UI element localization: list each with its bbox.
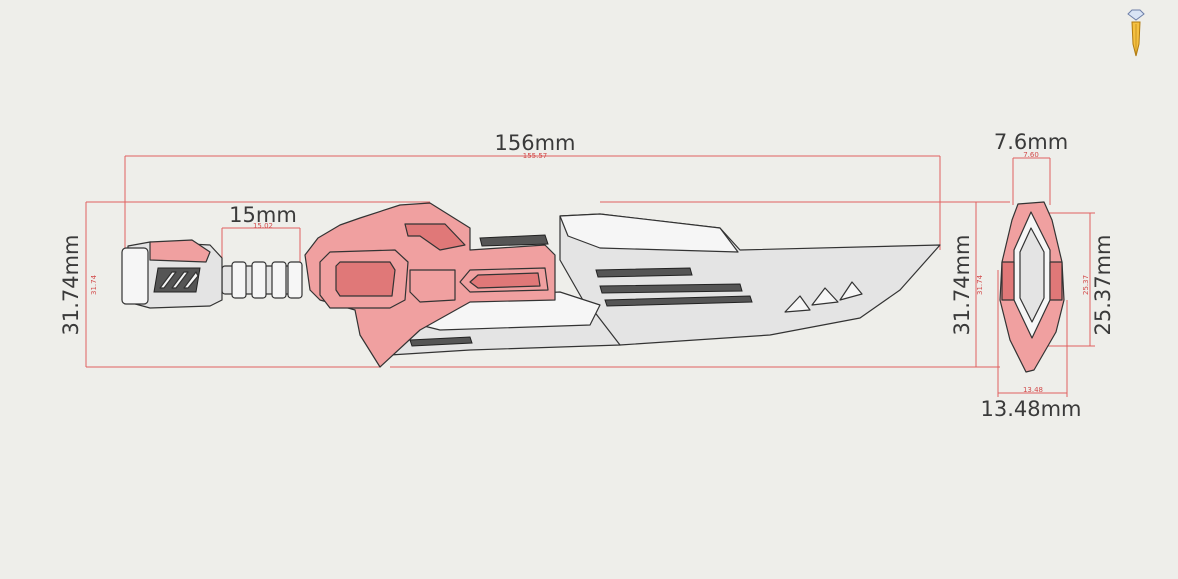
end-width-bottom-label: 13.48mm <box>980 397 1081 421</box>
sword-end-view <box>999 201 1065 373</box>
grip-length-label: 15mm <box>229 203 297 227</box>
end-width-top-value: 7.60 <box>1023 151 1039 159</box>
end-width-bottom-value: 13.48 <box>1023 386 1043 394</box>
end-width-top-label: 7.6mm <box>994 130 1068 154</box>
right-height-value: 31.74 <box>976 274 984 295</box>
overall-length-value: 155.57 <box>523 152 548 160</box>
gem-pen-icon <box>1127 9 1145 57</box>
left-height-label: 31.74mm <box>59 234 83 335</box>
end-height-value: 25.37 <box>1082 275 1090 295</box>
dimension-lines <box>85 155 1095 397</box>
sword-side-view <box>121 202 941 368</box>
dimension-labels: 156mm 155.57 15mm 15.02 31.74mm 31.74 31… <box>59 130 1115 421</box>
right-height-label: 31.74mm <box>950 234 974 335</box>
end-height-label: 25.37mm <box>1091 234 1115 335</box>
left-height-value: 31.74 <box>90 274 98 295</box>
overall-length-label: 156mm <box>495 131 576 155</box>
grip-length-value: 15.02 <box>253 222 273 230</box>
